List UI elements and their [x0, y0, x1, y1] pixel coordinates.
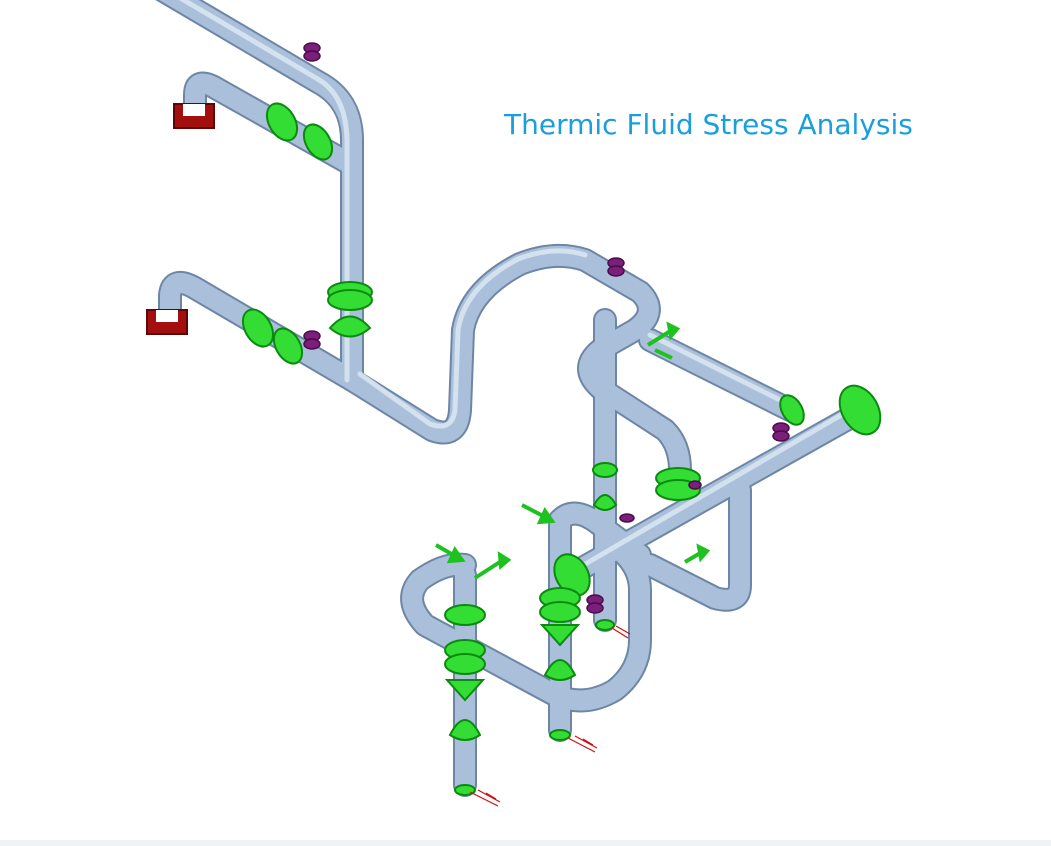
load-arrow-icon	[567, 735, 598, 753]
flange-icon	[838, 384, 882, 436]
anchors	[146, 103, 215, 335]
flanges	[241, 102, 882, 796]
flange-icon	[553, 553, 591, 597]
hangers	[303, 42, 790, 614]
flange-icon	[265, 102, 299, 142]
flange-icon	[272, 327, 304, 365]
load-arrow-icon	[469, 789, 501, 807]
hanger-icon	[619, 513, 635, 523]
flange-icon	[549, 729, 571, 741]
flange-icon	[595, 619, 615, 631]
anchor-icon	[173, 103, 215, 129]
valve-cone-icon	[444, 679, 486, 702]
hanger-icon	[607, 257, 625, 277]
restraint-arrow-icon	[654, 348, 673, 360]
loads	[469, 625, 631, 807]
restraint-arrow-icon	[434, 543, 466, 564]
valve-cone-icon	[539, 624, 581, 647]
restraint-arrow-icon	[683, 543, 711, 564]
flange-icon	[779, 394, 805, 426]
diagram-title: Thermic Fluid Stress Analysis	[504, 108, 913, 141]
hanger-icon	[688, 480, 702, 490]
hanger-icon	[303, 330, 321, 350]
restraint-arrow-icon	[473, 551, 512, 580]
flange-icon	[444, 604, 486, 626]
flange-icon	[302, 123, 334, 161]
flange-icon	[241, 308, 275, 348]
restraint-arrow-icon	[521, 503, 556, 525]
restraint-arrow-icon	[646, 321, 681, 347]
flange-icon	[592, 462, 618, 478]
hanger-icon	[772, 422, 790, 442]
valve-cone-icon	[592, 494, 618, 511]
flange-icon	[327, 281, 373, 311]
valve-cone-icon	[448, 719, 482, 741]
valve-cone-icon	[543, 659, 577, 681]
valve-cone-icon	[328, 315, 372, 338]
bottom-divider	[0, 840, 1051, 846]
anchor-icon	[146, 309, 188, 335]
load-arrow-icon	[611, 625, 631, 639]
restraints	[434, 321, 711, 580]
hanger-icon	[303, 42, 321, 62]
flange-icon	[539, 587, 581, 623]
flange-icon	[444, 639, 486, 675]
hanger-icon	[586, 594, 604, 614]
